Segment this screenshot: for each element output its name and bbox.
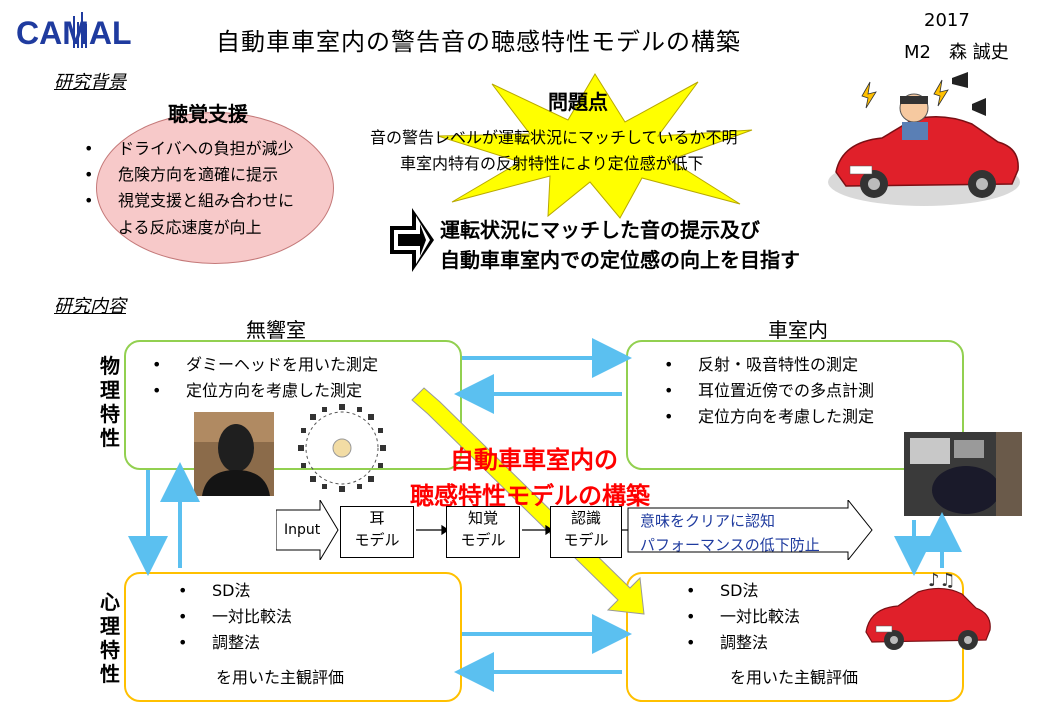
recognition-model-box: 認識 モデル xyxy=(550,506,622,558)
car-driver-illustration xyxy=(828,72,1020,206)
cabin-psych-bullets: SD法 一対比較法 調整法 xyxy=(686,578,800,656)
speaker-circle-diagram xyxy=(298,404,386,492)
anechoic-physical-bullets: ダミーヘッドを用いた測定 定位方向を考慮した測定 xyxy=(152,352,378,404)
eval-text-right: を用いた主観評価 xyxy=(730,668,859,687)
camal-logo: CAMAL xyxy=(16,12,132,51)
flow-output-line: 意味をクリアに認知 xyxy=(640,512,776,530)
cabin-photo xyxy=(904,432,1022,516)
small-car-illustration: ♪♫ xyxy=(865,570,991,650)
goal-line: 運転状況にマッチした音の提示及び xyxy=(440,218,760,242)
section-research-label: 研究内容 xyxy=(54,296,126,317)
flow-input: Input xyxy=(284,522,321,538)
goal-arrow xyxy=(390,208,434,272)
support-heading: 聴覚支援 xyxy=(168,102,248,126)
problem-line: 音の警告レベルが運転状況にマッチしているか不明 xyxy=(370,128,738,147)
center-title-line: 聴感特性モデルの構築 xyxy=(410,482,650,510)
model-flow-arrows xyxy=(276,500,873,560)
year: 2017 xyxy=(924,10,970,31)
perception-model-box: 知覚 モデル xyxy=(446,506,520,558)
dummy-head-photo xyxy=(194,412,274,496)
anechoic-heading: 無響室 xyxy=(246,318,306,342)
problem-line: 車室内特有の反射特性により定位感が低下 xyxy=(400,154,704,173)
svg-text:♪♫: ♪♫ xyxy=(928,570,956,591)
eval-text-left: を用いた主観評価 xyxy=(216,668,345,687)
cabin-physical-bullets: 反射・吸音特性の測定 耳位置近傍での多点計測 定位方向を考慮した測定 xyxy=(664,352,874,430)
psych-label: 心 理 特 性 xyxy=(100,590,120,686)
support-bullet-continuation: よる反応速度が向上 xyxy=(118,218,262,237)
page-title: 自動車車室内の警告音の聴感特性モデルの構築 xyxy=(216,28,741,56)
ear-model-box: 耳 モデル xyxy=(340,506,414,558)
section-background-label: 研究背景 xyxy=(54,72,126,93)
problem-star xyxy=(437,73,753,219)
anechoic-psych-bullets: SD法 一対比較法 調整法 xyxy=(178,578,292,656)
physical-label: 物 理 特 性 xyxy=(100,354,120,450)
goal-line: 自動車車室内での定位感の向上を目指す xyxy=(440,248,800,272)
problem-heading: 問題点 xyxy=(548,90,608,114)
support-bullets: ドライバへの負担が減少 危険方向を適確に提示 視覚支援と組み合わせに xyxy=(84,136,294,214)
support-bullet: 視覚支援と組み合わせに xyxy=(84,188,294,214)
author: M2 森 誠史 xyxy=(904,42,1009,63)
flow-output-line: パフォーマンスの低下防止 xyxy=(640,536,820,554)
center-title-line: 自動車車室内の xyxy=(450,446,618,474)
support-bullet: ドライバへの負担が減少 xyxy=(84,136,294,162)
support-bullet: 危険方向を適確に提示 xyxy=(84,162,294,188)
cabin-heading: 車室内 xyxy=(768,318,828,342)
